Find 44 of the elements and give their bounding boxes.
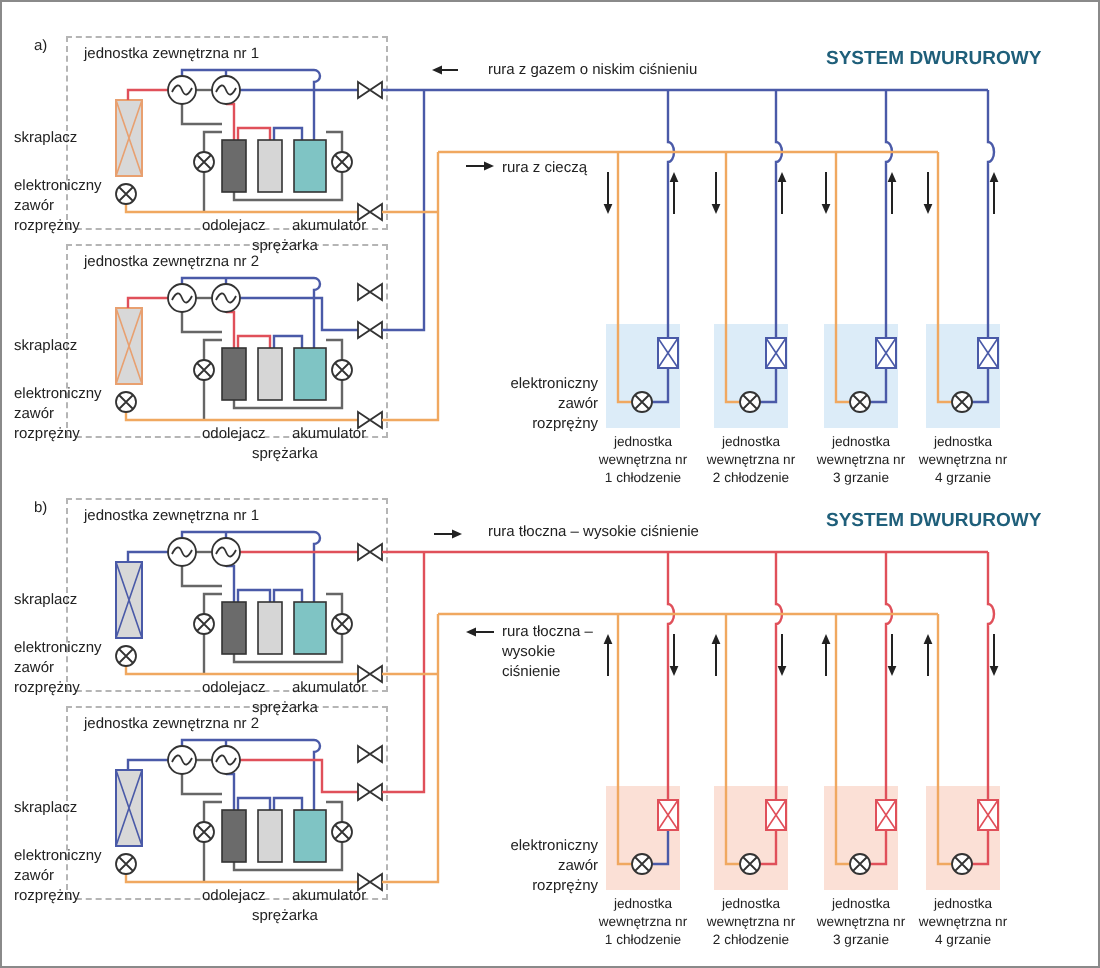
- pipe: [886, 88, 988, 92]
- system-title: SYSTEM DWURUROWY: [826, 50, 1042, 70]
- pipe: [382, 550, 424, 554]
- pipe: [834, 614, 838, 786]
- pipe: [382, 88, 424, 92]
- pipe: [436, 614, 440, 674]
- pipe: [836, 612, 938, 616]
- pipe: [424, 88, 668, 92]
- pipe: [382, 674, 440, 884]
- pipe: [666, 552, 676, 786]
- pipe: [618, 612, 726, 616]
- pipe: [382, 90, 426, 332]
- pipe: [668, 88, 776, 92]
- pipe: [986, 552, 996, 786]
- system-title: SYSTEM DWURUROWY: [826, 512, 1042, 532]
- pipe: [382, 672, 438, 676]
- pipe: [424, 550, 668, 554]
- pipe: [836, 150, 938, 154]
- pipe: [382, 212, 440, 422]
- pipe: [886, 550, 988, 554]
- pipe: [726, 150, 836, 154]
- pipe: [834, 152, 838, 324]
- pipe: [666, 90, 676, 324]
- pipe: [668, 550, 776, 554]
- pipe: [936, 614, 940, 786]
- pipe: [774, 552, 784, 786]
- pipe: [724, 152, 728, 324]
- pipe: [436, 152, 440, 212]
- pipe: [884, 90, 894, 324]
- pipe: [618, 150, 726, 154]
- pipe: [382, 210, 438, 214]
- pipe: [724, 614, 728, 786]
- pipe: [774, 90, 784, 324]
- pipe: [438, 150, 618, 154]
- pipe: [438, 612, 618, 616]
- pipe: [616, 152, 620, 324]
- pipe: [986, 90, 996, 324]
- pipe: [616, 614, 620, 786]
- pipe: [382, 552, 426, 794]
- pipe: [936, 152, 940, 324]
- pipe: [776, 550, 886, 554]
- pipe: [776, 88, 886, 92]
- pipe: [884, 552, 894, 786]
- pipe: [726, 612, 836, 616]
